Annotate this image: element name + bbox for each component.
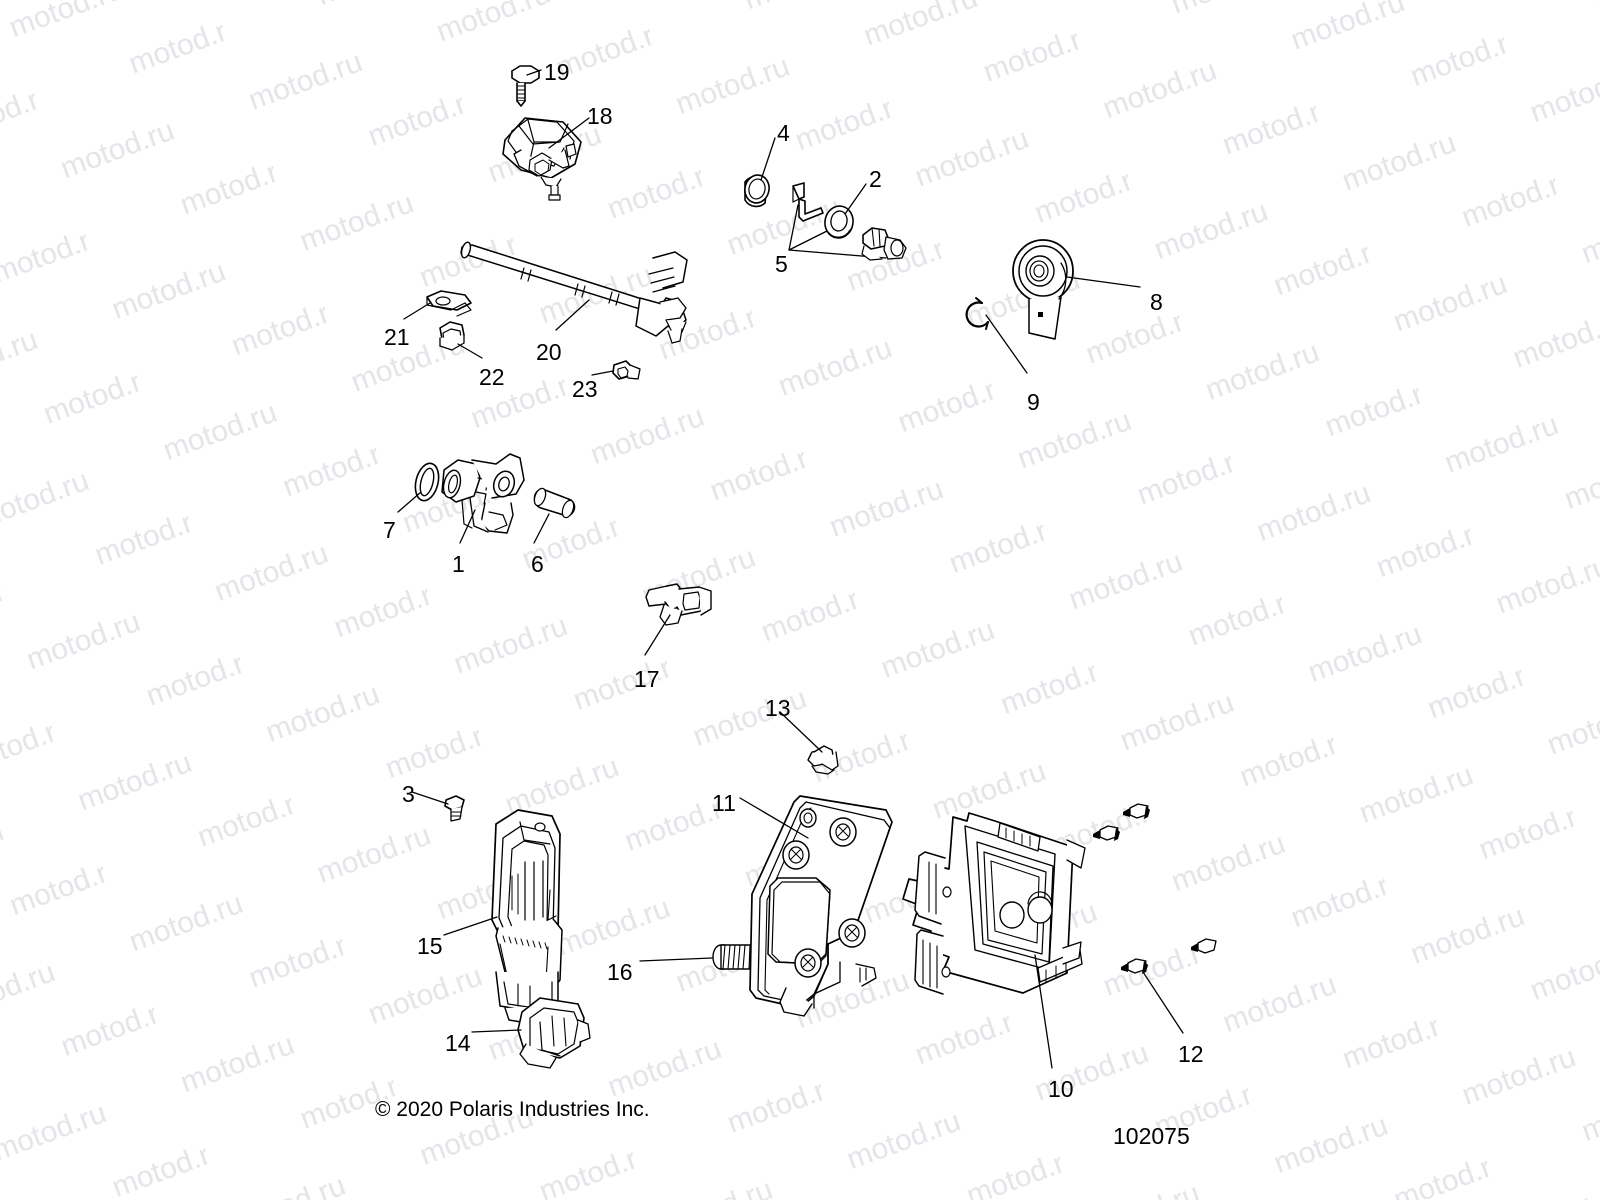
screw-c — [1191, 938, 1217, 954]
part-20-knock-sensor-cable — [460, 241, 688, 344]
leader-3 — [411, 791, 449, 805]
part-2-grommet — [824, 205, 854, 239]
leader-22 — [457, 343, 483, 359]
part-16-bolt-shoulder — [712, 944, 756, 970]
screw-d — [1121, 958, 1148, 974]
leader-23 — [591, 370, 614, 376]
part-4-cap-plug — [744, 174, 770, 208]
part-12-screws — [1093, 803, 1217, 974]
part-6-dowel-pin — [533, 487, 576, 519]
part-5-bracket-clip — [792, 182, 824, 222]
leader-14 — [471, 1029, 522, 1033]
part-13-push-rivet — [807, 745, 839, 775]
leader-9 — [985, 314, 1028, 374]
part-3-screw-small — [444, 795, 465, 822]
part-23-bolt-socket-head — [612, 360, 641, 380]
screw-b — [1093, 825, 1120, 841]
leader-16 — [639, 957, 713, 962]
leader-4 — [760, 137, 776, 181]
part-9-retaining-clip — [965, 297, 990, 330]
part-8-ignition-coil — [1012, 239, 1074, 340]
part-11-ecu-bracket — [749, 795, 893, 1017]
part-17-temperature-sensor — [645, 583, 712, 626]
leader-5a — [788, 204, 799, 251]
part-1-cam-position-sensor — [441, 453, 525, 534]
leader-13 — [779, 711, 823, 753]
leader-15 — [443, 916, 498, 936]
leader-21 — [403, 302, 431, 320]
part-21-clip-retainer — [426, 290, 472, 317]
leader-1 — [459, 509, 476, 544]
leader-7 — [397, 491, 422, 513]
leader-8 — [1066, 276, 1141, 288]
screw-a — [1123, 803, 1150, 819]
leader-17 — [644, 614, 671, 656]
leader-20 — [555, 299, 590, 331]
leader-12 — [1142, 971, 1184, 1034]
leader-6 — [533, 513, 550, 544]
leader-2 — [844, 183, 867, 215]
part-18-map-sensor — [502, 117, 582, 201]
part-15-etb-module — [491, 809, 563, 1029]
part-10-ecu — [902, 812, 1086, 995]
part-14-connector-cover — [517, 997, 591, 1069]
part-connector-body — [861, 227, 907, 261]
